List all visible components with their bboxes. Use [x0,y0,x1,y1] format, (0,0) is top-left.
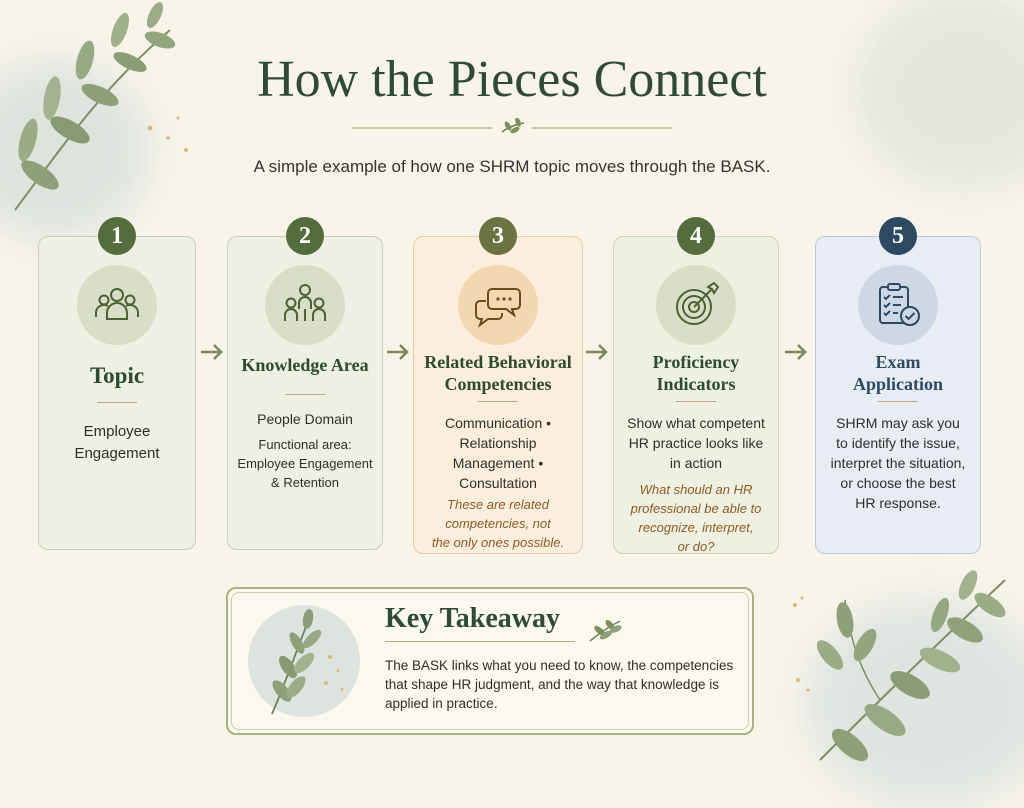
arrow-right-icon [586,344,608,360]
step-note-line: recognize, interpret, [638,520,754,535]
divider [285,394,325,395]
step-note-line: professional be able to [630,501,762,516]
step-body-line: HR practice looks like [628,435,764,451]
page-subtitle: A simple example of how one SHRM topic m… [253,157,771,176]
checklist-icon [879,283,920,326]
step-note-line: What should an HR [639,482,753,497]
icon-badge [656,265,736,345]
leaf-branch-icon [14,2,188,211]
step-card-topic: 1 Topic Employee Engagement [38,217,196,550]
page-title: How the Pieces Connect [257,51,767,108]
step-heading: Exam Application [820,351,976,395]
step-heading: Topic [43,363,191,388]
step-body-line: & Retention [271,475,339,490]
step-heading-line: Application [852,374,944,394]
arrow-right-icon [785,344,807,360]
step-heading-line: Topic [89,363,145,388]
step-body-main: People Domain [257,411,353,427]
icon-badge [458,265,538,345]
step-body-line: in action [669,455,723,471]
divider [97,402,137,403]
key-takeaway-box: Key Takeaway The BASK links what you nee… [226,587,754,735]
arrow-right-icon [201,344,223,360]
step-card-behavioral-competencies: 3 Related Behavioral Competencies Commun… [413,217,583,554]
step-number: 4 [677,217,715,255]
step-body-line: Functional area: [258,437,352,452]
step-body-line: Employee Engagement [237,456,373,471]
step-body-line: SHRM may ask you [836,415,960,431]
step-note-line: These are related [447,497,549,512]
step-body: Show what competent HR practice looks li… [620,413,772,473]
step-card-knowledge-area: 2 Knowledge Area People Domain Functiona… [227,217,383,550]
step-body: Employee Engagement [45,421,189,465]
step-body-line: interpret the situation, [830,455,966,471]
divider [478,401,518,402]
leaf-branch-icon [793,570,1006,762]
chat-bubbles-icon [475,288,521,328]
step-card-exam-application: 5 Exam Application SHRM may ask you to i… [815,217,981,554]
title-divider [352,118,672,134]
step-heading-line: Exam [875,352,921,372]
step-heading-line: Indicators [656,374,736,394]
step-note-line: the only ones possible. [431,535,565,550]
step-number: 1 [98,217,136,255]
step-heading: Knowledge Area [232,354,378,376]
step-body-line: Engagement [74,445,160,462]
step-body-line: Communication • [444,415,552,431]
step-note: What should an HR professional be able t… [620,480,772,556]
step-body-line: Employee [83,423,151,440]
divider [385,641,575,642]
step-body: People Domain Functional area: Employee … [234,409,376,492]
step-heading-line: Knowledge Area [241,355,369,375]
step-number: 3 [479,217,517,255]
step-body: Communication • Relationship Management … [420,413,576,493]
org-people-icon [284,284,326,321]
leaf-sprig-icon [589,620,622,642]
key-takeaway-text: The BASK links what you need to know, th… [385,658,734,711]
step-body-line: to identify the issue, [836,435,960,451]
step-note-line: or do? [677,539,715,554]
step-number: 5 [879,217,917,255]
step-card-proficiency-indicators: 4 Proficiency Indicators Show what compe… [613,217,779,556]
step-note-line: competencies, not [445,516,551,531]
step-body-line: Management • [452,455,544,471]
key-takeaway-title: Key Takeaway [385,603,561,634]
target-icon [676,281,720,325]
divider [676,401,716,402]
step-body-line: or choose the best [840,475,956,491]
step-heading: Related Behavioral Competencies [418,351,578,395]
icon-badge [858,265,938,345]
step-heading-line: Related Behavioral [424,352,572,372]
step-body-line: Consultation [459,475,537,491]
step-number: 2 [286,217,324,255]
step-heading-line: Proficiency [652,352,740,372]
people-group-icon [95,288,139,320]
step-body-line: Relationship [459,435,537,451]
icon-badge [265,265,345,345]
step-body-line: HR response. [855,495,941,511]
step-body: SHRM may ask you to identify the issue, … [822,413,974,513]
step-body-line: Show what competent [627,415,765,431]
step-heading: Proficiency Indicators [618,351,774,395]
icon-badge [77,265,157,345]
leaf-sprig-icon [248,605,360,717]
step-heading-line: Competencies [444,374,552,394]
step-note: These are related competencies, not the … [420,495,576,552]
divider [878,401,918,402]
arrow-right-icon [387,344,409,360]
